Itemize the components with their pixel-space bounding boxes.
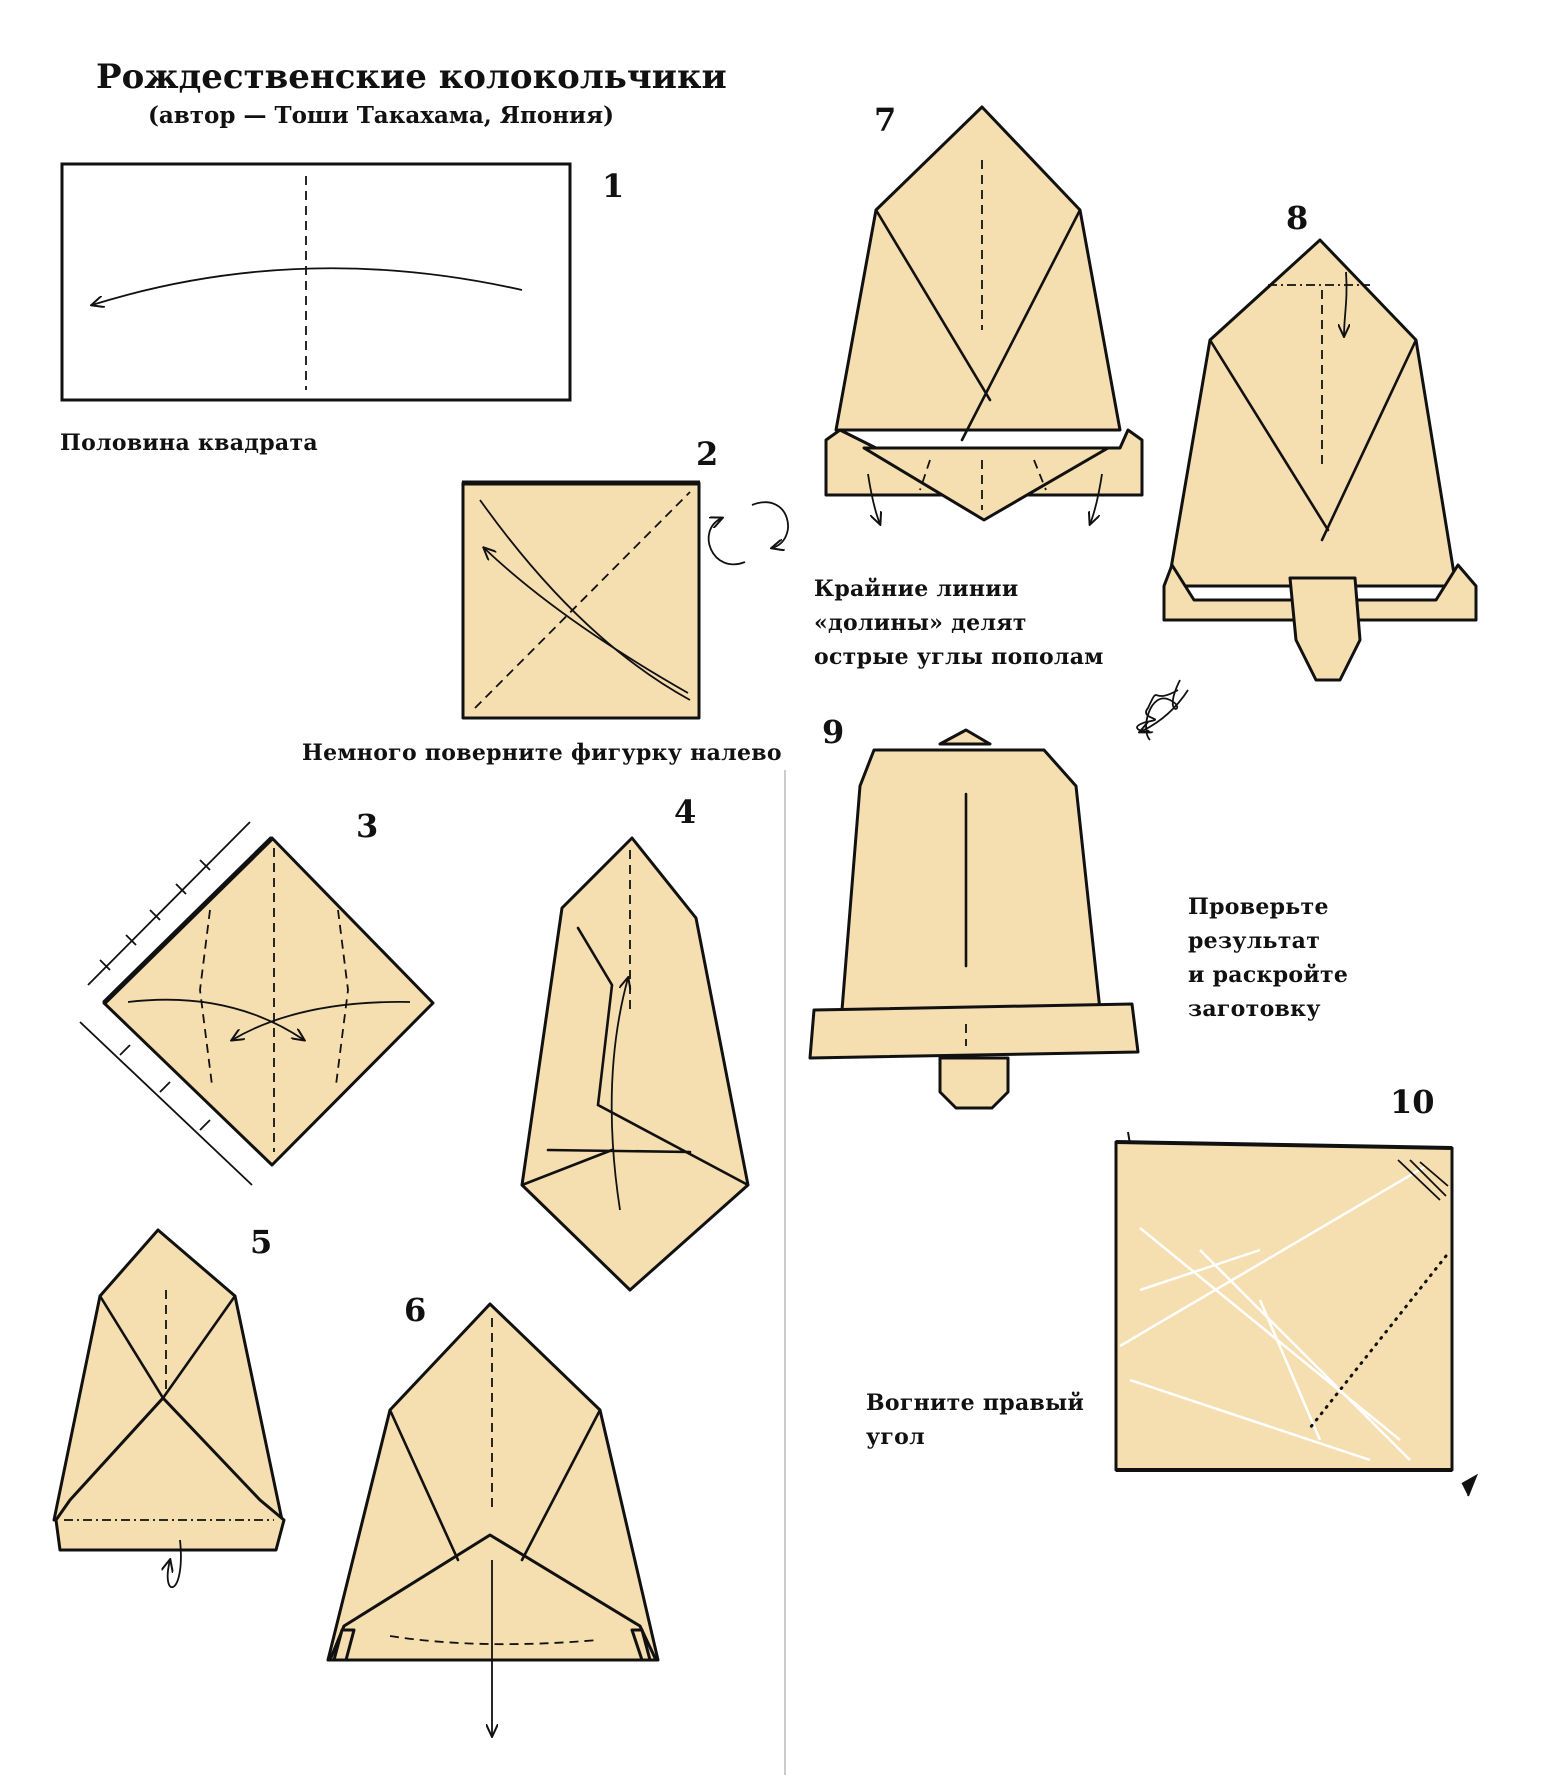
step-1-diagram [60,162,572,402]
step-2-diagram [461,480,789,720]
step-9-caption-line-3: и раскройте [1188,962,1349,988]
step-5-number: 5 [250,1223,273,1261]
step-7-number: 7 [874,101,897,139]
step-9-number: 9 [822,713,845,751]
step-7-diagram [824,105,1144,524]
step-2-caption: Немного поверните фигурку налево [302,740,782,766]
step-3-number: 3 [356,807,379,845]
step-1-caption: Половина квадрата [60,430,318,456]
step-10-caption-line-2: угол [866,1424,925,1450]
step-6-diagram [326,1302,660,1736]
step-8-diagram [1145,238,1478,741]
step-10-diagram [1114,1131,1478,1497]
step-4-diagram [520,836,750,1292]
step-3-diagram [79,821,435,1186]
step-9-caption-line-4: заготовку [1188,996,1321,1022]
step-4-number: 4 [674,793,697,831]
step-10-number: 10 [1390,1083,1435,1121]
step-6-number: 6 [404,1291,427,1329]
step-7-caption-line-3: острые углы пополам [814,644,1104,670]
step-7-caption-line-1: Крайние линии [814,576,1019,602]
step-2-number: 2 [696,435,719,473]
step-9-caption-line-1: Проверьте [1188,894,1329,920]
page-subtitle: (автор — Тоши Такахама, Япония) [148,102,614,129]
step-8-number: 8 [1286,199,1309,237]
step-7-caption-line-2: «долины» делят [814,610,1027,636]
page-title: Рождественские колокольчики [96,57,727,97]
step-9-caption-line-2: результат [1188,928,1321,954]
step-1-number: 1 [602,167,625,205]
step-5-diagram [52,1228,286,1589]
step-10-caption-line-1: Вогните правый [866,1390,1085,1416]
step-9-diagram [808,728,1140,1110]
